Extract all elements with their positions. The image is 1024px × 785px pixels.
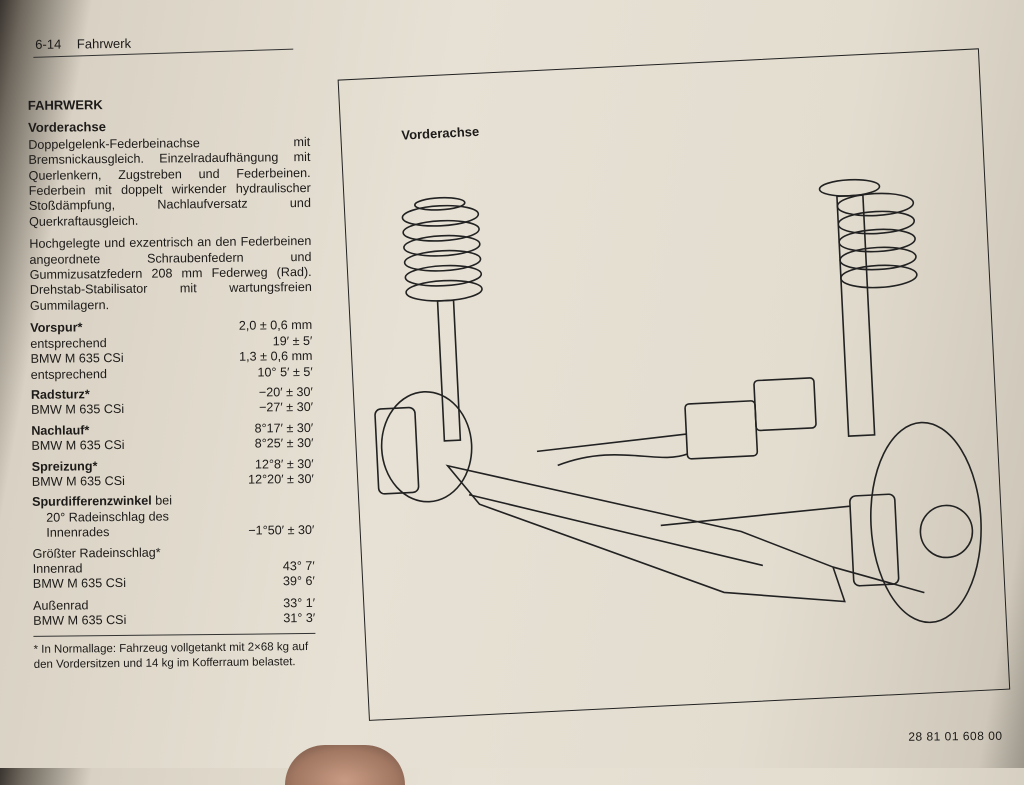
spec-label: Spurdifferenzwinkel <box>31 493 152 510</box>
right-caliper <box>849 493 900 587</box>
page-number: 6-14 <box>35 36 62 52</box>
spec-label: Vorspur* <box>30 320 83 336</box>
spec-label: BMW M 635 CSi <box>30 351 124 366</box>
spec-value: 8°17′ ± 30′ <box>254 420 314 436</box>
subsection-title: Vorderachse <box>28 119 106 136</box>
spec-label-rest: bei <box>151 493 173 508</box>
left-caliper <box>374 406 420 495</box>
right-control-arm <box>832 566 925 594</box>
spec-value: −20′ ± 30′ <box>258 384 313 400</box>
text-column: FAHRWERK Vorderachse Doppelgelenk-Federb… <box>28 95 316 673</box>
spec-nachlauf: Nachlauf* 8°17′ ± 30′ BMW M 635 CSi 8°25′ … <box>31 421 313 455</box>
spec-vorspur: Vorspur* 2,0 ± 0,6 mm entsprechend 19′ ± 5… <box>30 318 313 383</box>
spec-label: Innenrad <box>32 561 83 576</box>
spec-value: 10° 5′ ± 5′ <box>257 364 313 380</box>
left-brake-disc <box>380 390 473 503</box>
page-header: 6-14 Fahrwerk <box>35 36 143 52</box>
right-wheel-hub <box>919 504 974 559</box>
spec-label: BMW M 635 CSi <box>30 402 125 418</box>
spec-label: Nachlauf* <box>31 423 90 438</box>
spec-value: 39° 6′ <box>282 574 315 589</box>
spec-spurdifferenzwinkel: Spurdifferenzwinkel bei 20° Radeinschlag… <box>32 492 314 541</box>
spec-label: Radsturz* <box>30 387 90 402</box>
spec-spreizung: Spreizung* 12°8′ ± 30′ BMW M 635 CSi 12°20… <box>32 456 314 490</box>
figure-code: 28 81 01 608 00 <box>908 728 1003 744</box>
spec-label: BMW M 635 CSi <box>31 438 125 454</box>
spec-label: Spreizung* <box>31 458 98 474</box>
spec-value: 31° 3′ <box>283 611 316 626</box>
spec-value: 43° 7′ <box>282 558 315 574</box>
spec-value: 33° 1′ <box>283 595 316 611</box>
spec-label: entsprechend <box>30 335 107 351</box>
stabilizer-bar <box>557 453 688 467</box>
paragraph-1: Doppelgelenk-Federbeinachse mit Bremsnic… <box>28 134 311 229</box>
crossmember <box>445 464 846 603</box>
steering-box <box>684 400 759 460</box>
spec-label: Außenrad <box>33 598 89 613</box>
chapter-title: Fahrwerk <box>76 35 132 52</box>
front-axle-illustration <box>374 178 982 624</box>
footnote: * In Normallage: Fahrzeug vollgetankt mi… <box>33 632 316 673</box>
right-coil-spring <box>836 192 918 289</box>
paragraph-2: Hochgelegte und exzentrisch an den Feder… <box>29 234 312 313</box>
spec-value: 12°8′ ± 30′ <box>254 456 314 472</box>
tie-rod <box>536 433 687 453</box>
left-strut <box>436 299 462 442</box>
spec-value: 2,0 ± 0,6 mm <box>238 318 313 333</box>
spec-label: BMW M 635 CSi <box>33 613 127 629</box>
right-strut <box>836 194 876 437</box>
right-brake-disc <box>870 421 982 624</box>
left-coil-spring <box>401 196 483 302</box>
spec-value: 1,3 ± 0,6 mm <box>239 349 313 364</box>
finger <box>285 745 405 785</box>
spec-value: 8°25′ ± 30′ <box>254 436 314 451</box>
spec-value: −1°50′ ± 30′ <box>248 523 315 538</box>
spec-value: 19′ ± 5′ <box>272 333 313 349</box>
spec-label: entsprechend <box>30 366 108 382</box>
spec-value: 12°20′ ± 30′ <box>248 471 314 487</box>
spec-value: −27′ ± 30′ <box>258 400 314 415</box>
spec-label: Innenrades <box>46 525 110 540</box>
spec-label: BMW M 635 CSi <box>31 473 125 489</box>
spec-label: BMW M 635 CSi <box>32 576 127 592</box>
section-title: FAHRWERK <box>27 97 103 113</box>
spec-radsturz: Radsturz* −20′ ± 30′ BMW M 635 CSi −27′ ± … <box>31 385 313 419</box>
figure-frame: Vorderachse <box>337 48 1011 721</box>
